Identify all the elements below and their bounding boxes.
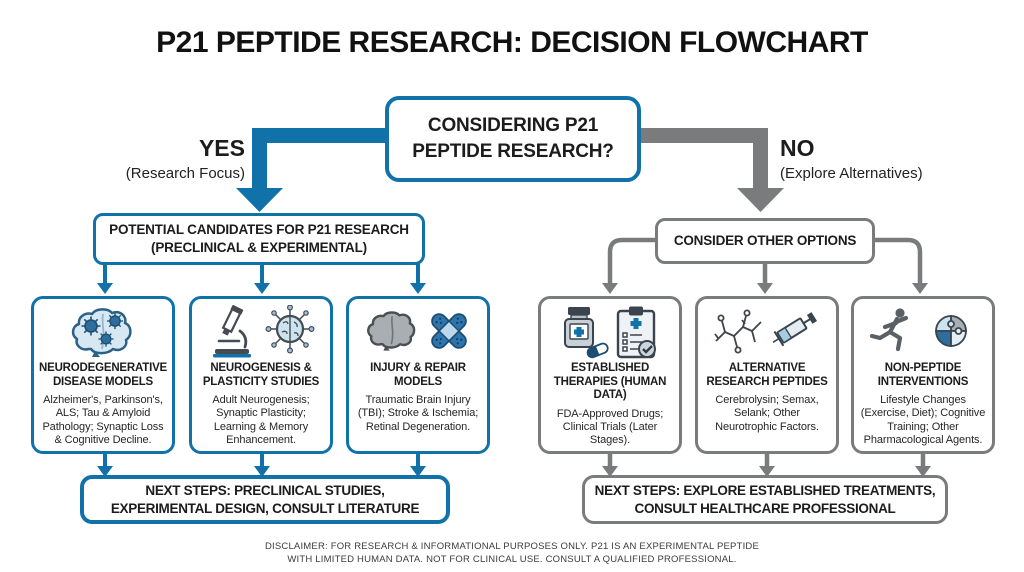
decision-box: CONSIDERING P21 PEPTIDE RESEARCH? (385, 96, 641, 182)
card-body: Adult Neurogenesis; Synaptic Plasticity;… (212, 394, 310, 446)
card-alternative-research-peptides: ALTERNATIVE RESEARCH PEPTIDES Cerebrolys… (695, 296, 839, 454)
yes-sublabel: (Research Focus) (125, 165, 245, 182)
card-body: Cerebrolysin; Semax, Selank; Other Neuro… (715, 394, 819, 433)
brain-pathogens-icon (39, 304, 167, 360)
card-injury-repair-models: INJURY & REPAIR MODELS Traumatic Brain I… (346, 296, 490, 454)
no-label: NO (780, 135, 815, 161)
card-title: NEURODEGENERATIVE DISEASE MODELS (39, 362, 168, 388)
next-steps-research-line-2: EXPERIMENTAL DESIGN, CONSULT LITERATURE (110, 500, 420, 516)
card-title: ALTERNATIVE RESEARCH PEPTIDES (706, 362, 828, 388)
options-header-box: CONSIDER OTHER OPTIONS (655, 218, 875, 264)
card-neurogenesis-plasticity-studies: NEUROGENESIS & PLASTICITY STUDIES Adult … (189, 296, 333, 454)
options-header-line-1: CONSIDER OTHER OPTIONS (673, 233, 857, 249)
no-branch-label: NO (Explore Alternatives) (780, 135, 980, 183)
card-neurodegenerative-disease-models: NEURODEGENERATIVE DISEASE MODELS Alzheim… (31, 296, 175, 454)
molecule-syringe-icon (703, 304, 831, 360)
page-title: P21 PEPTIDE RESEARCH: DECISION FLOWCHART (156, 26, 868, 59)
card-title: INJURY & REPAIR MODELS (370, 362, 466, 388)
brain-bandages-icon (354, 304, 482, 360)
candidates-header-line-2: (PRECLINICAL & EXPERIMENTAL) (151, 240, 367, 255)
disclaimer-line-2: WITH LIMITED HUMAN DATA. NOT FOR CLINICA… (287, 554, 737, 566)
card-title: NON-PEPTIDE INTERVENTIONS (877, 362, 969, 388)
decision-line-1: CONSIDERING P21 (427, 115, 599, 137)
next-steps-research-box: NEXT STEPS: PRECLINICAL STUDIES, EXPERIM… (80, 475, 450, 524)
next-steps-research-line-1: NEXT STEPS: PRECLINICAL STUDIES, (145, 482, 385, 498)
disclaimer: DISCLAIMER: FOR RESEARCH & INFORMATIONAL… (0, 540, 1024, 567)
next-steps-alternatives-line-1: NEXT STEPS: EXPLORE ESTABLISHED TREATMEN… (594, 482, 936, 498)
candidates-header-box: POTENTIAL CANDIDATES FOR P21 RESEARCH (P… (93, 213, 425, 265)
disclaimer-line-1: DISCLAIMER: FOR RESEARCH & INFORMATIONAL… (264, 541, 760, 552)
card-non-peptide-interventions: NON-PEPTIDE INTERVENTIONS Lifestyle Chan… (851, 296, 995, 454)
decision-line-2: PEPTIDE RESEARCH? (412, 141, 614, 162)
card-body: FDA-Approved Drugs; Clinical Trials (Lat… (556, 407, 664, 447)
candidates-header-line-1: POTENTIAL CANDIDATES FOR P21 RESEARCH (109, 222, 409, 238)
no-sublabel: (Explore Alternatives) (780, 165, 923, 182)
card-body: Traumatic Brain Injury (TBI); Stroke & I… (357, 394, 479, 433)
runner-puzzle-brain-icon (859, 304, 987, 360)
card-title: ESTABLISHED THERAPIES (HUMAN DATA) (553, 362, 667, 402)
card-body: Lifestyle Changes (Exercise, Diet); Cogn… (860, 394, 986, 446)
pill-bottle-clipboard-icon (546, 304, 674, 360)
yes-branch-label: YES (Research Focus) (95, 135, 245, 183)
card-established-therapies: ESTABLISHED THERAPIES (HUMAN DATA) FDA-A… (538, 296, 682, 454)
card-title: NEUROGENESIS & PLASTICITY STUDIES (202, 362, 320, 388)
next-steps-alternatives-box: NEXT STEPS: EXPLORE ESTABLISHED TREATMEN… (582, 475, 948, 524)
next-steps-alternatives-line-2: CONSULT HEALTHCARE PROFESSIONAL (634, 500, 896, 516)
yes-label: YES (198, 135, 245, 161)
microscope-neuron-icon (197, 304, 325, 360)
card-body: Alzheimer's, Parkinson's, ALS; Tau & Amy… (42, 394, 164, 446)
